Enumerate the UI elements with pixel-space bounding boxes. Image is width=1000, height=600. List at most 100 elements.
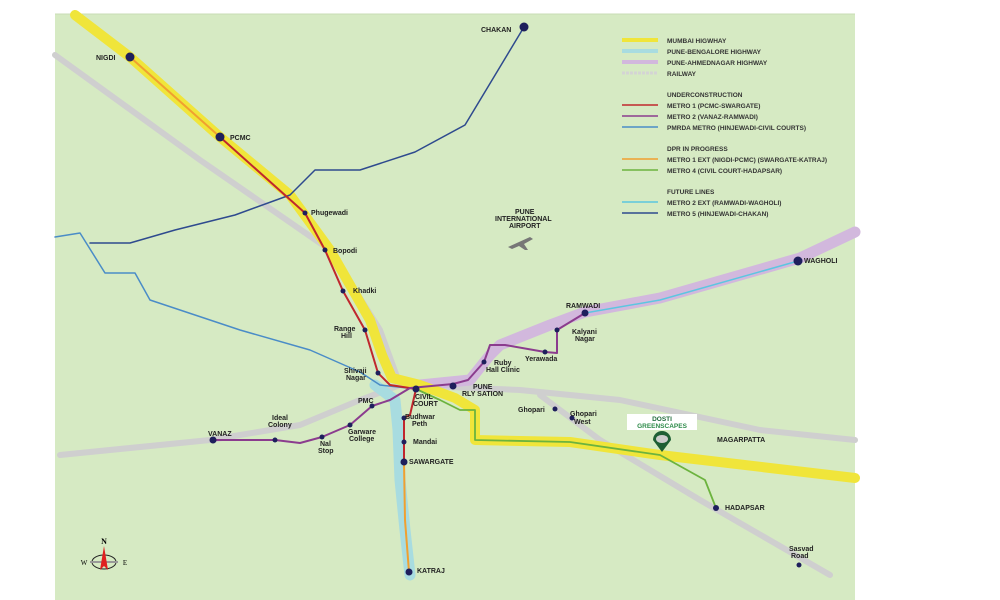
map-label: METRO 2 EXT (RAMWADI-WAGHOLI)	[667, 200, 781, 207]
map-label: AIRPORT	[509, 223, 541, 230]
stations	[125, 22, 803, 576]
map-label: E	[123, 559, 127, 567]
map-label: METRO 1 EXT (NIGDI-PCMC) (SWARGATE-KATRA…	[667, 157, 827, 164]
compass-icon: N W E	[81, 537, 127, 570]
station-marker	[554, 327, 560, 333]
station-marker	[209, 436, 217, 444]
map-label: Sasvad	[789, 546, 814, 553]
map-label: Peth	[412, 421, 427, 428]
map-label: Ruby	[494, 360, 512, 367]
map-label: Khadki	[353, 288, 376, 295]
map-label: W	[81, 559, 88, 567]
station-marker	[322, 247, 328, 253]
map-label: Nagar	[575, 336, 595, 343]
map-label: DOSTI	[652, 416, 672, 423]
station-marker	[347, 422, 353, 428]
airport: PUNE INTERNATIONAL AIRPORT	[495, 209, 552, 250]
station-marker	[401, 439, 407, 445]
metro-5-line	[89, 26, 525, 244]
metro-2-ext-line	[584, 260, 799, 314]
station-marker	[400, 458, 408, 466]
map-label: RAILWAY	[667, 71, 697, 78]
map-label: Range	[334, 326, 356, 333]
map-label: KATRAJ	[417, 568, 445, 575]
station-marker	[369, 403, 375, 409]
map-label: METRO 2 (VANAZ-RAMWADI)	[667, 114, 758, 121]
station-marker	[375, 370, 381, 376]
station-marker	[481, 359, 487, 365]
map-label: DPR IN PROGRESS	[667, 146, 728, 153]
station-marker	[302, 210, 308, 216]
map-label: Ghopari	[518, 407, 545, 414]
metro-4-line	[415, 388, 717, 509]
map-label: VANAZ	[208, 431, 232, 438]
station-marker	[405, 568, 413, 576]
station-marker	[552, 406, 558, 412]
map-label: METRO 4 (CIVIL COURT-HADAPSAR)	[667, 168, 782, 175]
map-label: COURT	[413, 401, 439, 408]
station-marker	[412, 385, 420, 393]
map-label: RLY SATION	[462, 391, 503, 398]
map-label: PUNE	[515, 209, 535, 216]
station-marker	[401, 415, 407, 421]
map-label: CIVIL	[415, 394, 434, 401]
map-label: INTERNATIONAL	[495, 216, 552, 223]
station-marker	[362, 327, 368, 333]
map-label: SAWARGATE	[409, 459, 454, 466]
map-label: WAGHOLI	[804, 258, 837, 265]
station-marker	[713, 505, 719, 511]
station-marker	[793, 256, 803, 266]
map-label: Hill	[341, 333, 352, 340]
station-marker	[519, 22, 529, 32]
map-label: Shivaji	[344, 368, 367, 375]
station-marker	[569, 415, 575, 421]
map-label: Yerawada	[525, 356, 557, 363]
legend: MUMBAI HIGWHAY PUNE-BENGALORE HIGHWAY PU…	[622, 38, 827, 218]
map-label: FUTURE LINES	[667, 189, 715, 196]
map-label: College	[349, 436, 374, 443]
map-label: MUMBAI HIGWHAY	[667, 38, 727, 45]
map-label: Ideal	[272, 415, 288, 422]
map-label: Nagar	[346, 375, 366, 382]
map-label: Colony	[268, 422, 292, 429]
station-labels: NIGDI PCMC CHAKAN Phugewadi Bopodi Khadk…	[96, 27, 837, 575]
station-marker	[340, 288, 346, 294]
magarpatta-label: MAGARPATTA	[717, 437, 765, 444]
map-label: Ghopari	[570, 411, 597, 418]
map-label: Phugewadi	[311, 210, 348, 217]
map-label: PUNE-BENGALORE HIGHWAY	[667, 49, 762, 56]
pmrda-metro-line	[54, 232, 417, 390]
station-marker	[272, 437, 278, 443]
map-label: West	[574, 419, 591, 426]
map-label: PMRDA METRO (HINJEWADI-CIVIL COURTS)	[667, 125, 806, 132]
map-label: RAMWADI	[566, 303, 600, 310]
station-marker	[449, 382, 457, 390]
airplane-icon	[508, 237, 533, 250]
map-label: Stop	[318, 448, 334, 455]
map-label: Budhwar	[405, 414, 435, 421]
map-label: PUNE	[473, 384, 493, 391]
map-label: Road	[791, 553, 809, 560]
map-label: UNDERCONSTRUCTION	[667, 92, 743, 99]
station-marker	[796, 562, 802, 568]
metro-1-ext-line	[129, 56, 410, 573]
map-label: METRO 5 (HINJEWADI-CHAKAN)	[667, 211, 768, 218]
station-marker	[542, 349, 548, 355]
dosti-greenscapes-marker[interactable]: DOSTI GREENSCAPES	[627, 414, 697, 452]
station-marker	[581, 309, 589, 317]
map-label: CHAKAN	[481, 27, 511, 34]
map-label: PUNE-AHMEDNAGAR HIGHWAY	[667, 60, 768, 67]
station-marker	[125, 52, 135, 62]
map-label: METRO 1 (PCMC-SWARGATE)	[667, 103, 760, 110]
map-label: PCMC	[230, 135, 251, 142]
map-label: Hall Clinic	[486, 367, 520, 374]
map-label: N	[101, 537, 107, 546]
station-marker	[319, 434, 325, 440]
map-label: Nal	[320, 441, 331, 448]
map-label: Bopodi	[333, 248, 357, 255]
map-label: Mandai	[413, 439, 437, 446]
map-label: Kalyani	[572, 329, 597, 336]
map-label: GREENSCAPES	[637, 423, 688, 430]
map-label: PMC	[358, 398, 374, 405]
